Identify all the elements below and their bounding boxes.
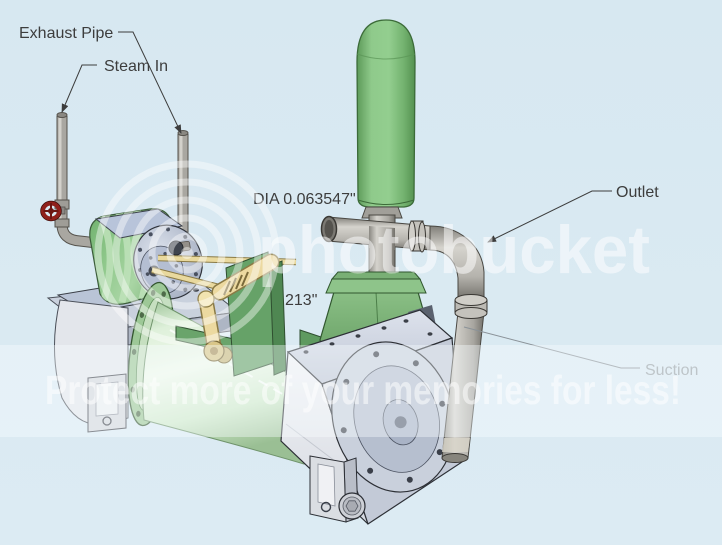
link-pin-top bbox=[197, 290, 215, 308]
drain-boss bbox=[338, 492, 366, 520]
exhaust-pipe-leader bbox=[118, 31, 182, 134]
housing-bolt-holes bbox=[303, 319, 433, 354]
photobucket-watermark: photobucket Protect more of your memorie… bbox=[0, 160, 722, 437]
pipe-junction bbox=[369, 226, 395, 250]
steam-in-label: Steam In bbox=[104, 58, 168, 75]
steam-pump-assembly bbox=[40, 19, 488, 525]
valve-handwheel bbox=[40, 200, 66, 222]
exhaust-pipe bbox=[54, 112, 98, 249]
dia-dimension-label: DIA 0.063547" bbox=[253, 191, 356, 208]
upper-hub bbox=[168, 240, 184, 256]
exhaust-pipe-label: Exhaust Pipe bbox=[19, 25, 113, 42]
callout-annotations: Exhaust Pipe Steam In DIA 0.063547" 213"… bbox=[19, 25, 698, 379]
logo-center-dot bbox=[181, 247, 193, 259]
head-flange bbox=[325, 278, 427, 294]
suction-pipe bbox=[441, 294, 488, 463]
watermark-brand-text: photobucket bbox=[258, 212, 650, 288]
watermark-band bbox=[0, 345, 722, 437]
steam-cylinder bbox=[89, 208, 203, 305]
end-flange-disc bbox=[331, 341, 455, 493]
rod-band-stripes bbox=[223, 271, 249, 296]
rocker-linkage bbox=[197, 253, 280, 364]
pump-end-housing bbox=[280, 309, 463, 525]
outlet-label: Outlet bbox=[616, 184, 659, 201]
suction-flange bbox=[454, 294, 488, 319]
photobucket-logo-icon bbox=[94, 160, 280, 346]
end-flange-bolts bbox=[340, 351, 446, 483]
air-dome bbox=[356, 19, 416, 208]
dim-213-label: 213" bbox=[285, 292, 317, 309]
suction-leader bbox=[463, 326, 640, 369]
steam-in-leader bbox=[61, 64, 97, 113]
cross-pipe bbox=[320, 215, 431, 253]
suction-label: Suction bbox=[645, 362, 698, 379]
outlet-leader bbox=[487, 190, 612, 243]
cylinder-top-plate bbox=[94, 208, 184, 239]
watermark-banner-text: Protect more of your memories for less! bbox=[45, 367, 681, 413]
